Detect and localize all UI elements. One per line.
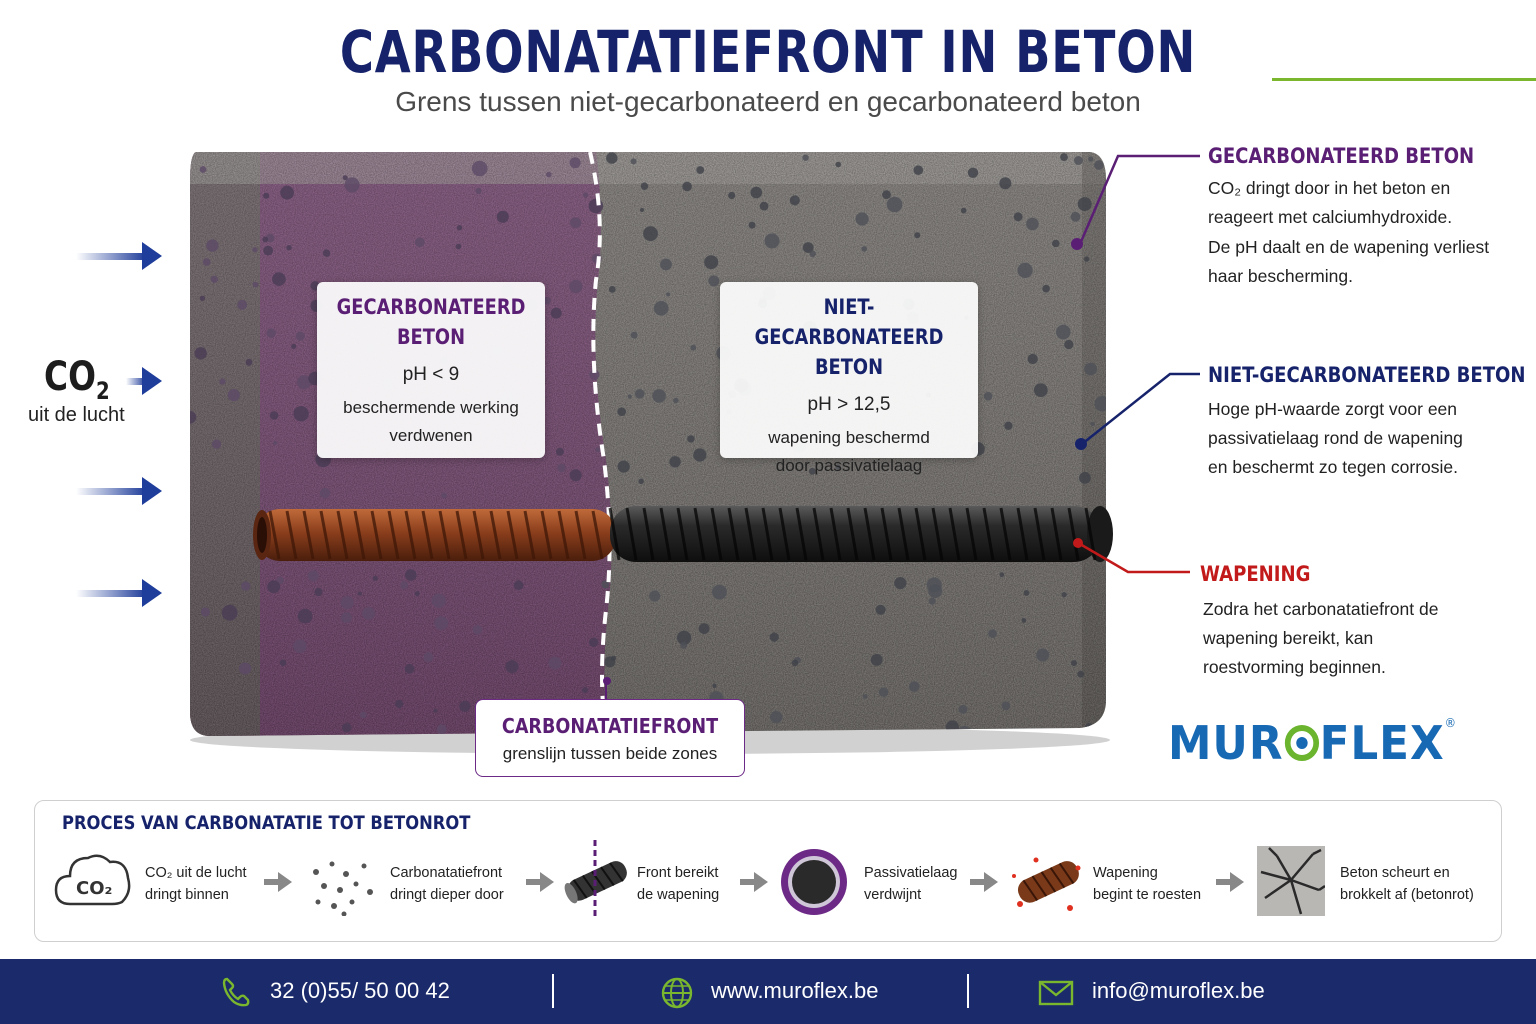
process-arrow-icon	[970, 872, 998, 892]
cracked-concrete-icon	[1257, 846, 1325, 916]
process-step-6: Beton scheurt en brokkelt af (betonrot)	[1340, 862, 1474, 906]
arrow-icon	[76, 579, 162, 607]
process-arrow-icon	[740, 872, 768, 892]
arrow-icon	[126, 367, 162, 395]
logo-text-start: MUR	[1168, 716, 1284, 770]
footer-website-link[interactable]: www.muroflex.be	[711, 978, 879, 1003]
logo-text-end: FLEX	[1319, 716, 1445, 770]
annotation-carbonated-title: GECARBONATEERD BETON	[1208, 144, 1475, 168]
process-step-6-line-2: brokkelt af (betonrot)	[1340, 887, 1474, 903]
process-step-5-line-2: begint te roesten	[1093, 887, 1202, 903]
arrow-icon	[76, 477, 162, 505]
logo-o-icon	[1284, 725, 1319, 761]
co2-caption: uit de lucht	[28, 404, 125, 426]
process-step-2: Carbonatatiefront dringt dieper door	[390, 862, 504, 906]
carbonation-front-card: CARBONATATIEFRONT grenslijn tussen beide…	[475, 699, 745, 777]
annotation-carbonated-text-1: CO₂ dringt door in het beton en reageert…	[1208, 178, 1453, 227]
co2-text: CO	[44, 354, 96, 400]
cloud-icon: CO₂	[54, 854, 131, 906]
process-step-5: Wapening begint te roesten	[1093, 862, 1201, 906]
process-step-6-line-1: Beton scheurt en	[1340, 865, 1450, 881]
annotation-non-carbonated-title: NIET-GECARBONATEERD BETON	[1208, 363, 1526, 387]
annotation-carbonated-text-2: De pH daalt en de wapening verliest haar…	[1208, 237, 1490, 286]
non-carbonated-zone-title-1: NIET-GECARBONATEERD	[754, 295, 944, 349]
co2-arrows	[76, 242, 162, 607]
process-arrow-icon	[264, 872, 292, 892]
carbonated-zone-card: GECARBONATEERD BETON pH < 9 beschermende…	[317, 282, 545, 458]
annotation-rebar-text: Zodra het carbonatatiefront de wapening …	[1203, 599, 1439, 677]
phone-icon	[222, 977, 250, 1007]
footer-bar	[0, 959, 1536, 1024]
rebar-cross-section-icon	[781, 849, 847, 915]
non-carbonated-zone-desc-1: wapening beschermd	[768, 428, 930, 447]
process-step-1-line-1: CO₂ uit de lucht	[145, 865, 247, 881]
cloud-co2-label: CO₂	[76, 878, 112, 899]
mail-icon	[1038, 980, 1074, 1006]
particles-icon	[313, 861, 373, 916]
process-step-4-line-1: Passivatielaag	[864, 865, 958, 881]
non-carbonated-zone-card: NIET-GECARBONATEERD BETON pH > 12,5 wape…	[720, 282, 978, 475]
carbonated-zone-desc-2: verdwenen	[389, 426, 473, 445]
non-carbonated-zone-title-2: BETON	[814, 355, 884, 379]
process-arrow-icon	[1216, 872, 1244, 892]
globe-icon	[661, 977, 693, 1009]
process-step-4-line-2: verdwijnt	[864, 887, 922, 903]
annotation-leaders	[1071, 154, 1200, 450]
page-subtitle: Grens tussen niet-gecarbonateerd en geca…	[395, 86, 1141, 117]
process-step-3: Front bereikt de wapening	[637, 862, 719, 906]
annotation-rebar-title: WAPENING	[1200, 562, 1311, 586]
annotation-non-carbonated-text: Hoge pH-waarde zorgt voor een passivatie…	[1208, 399, 1463, 477]
non-carbonated-zone-ph: pH > 12,5	[807, 394, 891, 415]
non-carbonated-zone-desc-2: door passivatielaag	[775, 456, 923, 475]
carbonated-zone-desc-1: beschermende werking	[343, 398, 519, 417]
process-step-5-line-1: Wapening	[1093, 865, 1158, 881]
process-step-3-line-2: de wapening	[637, 887, 720, 903]
page-title: CARBONATATIEFRONT IN BETON	[339, 18, 1197, 86]
co2-label: CO2	[44, 354, 110, 405]
process-step-4: Passivatielaag verdwijnt	[864, 862, 958, 906]
carbonation-front-title: CARBONATATIEFRONT	[501, 714, 719, 738]
carbonation-front-desc: grenslijn tussen beide zones	[502, 744, 718, 763]
rebar-front-icon	[564, 840, 627, 920]
muroflex-logo: MUR FLEX®	[1168, 716, 1457, 770]
footer-divider	[967, 974, 969, 1008]
carbonated-zone-ph: pH < 9	[402, 364, 460, 385]
process-step-1-line-2: dringt binnen	[145, 887, 229, 903]
footer-email-link[interactable]: info@muroflex.be	[1092, 978, 1265, 1003]
rusty-rebar-icon	[1012, 857, 1081, 911]
carbonated-zone-title-1: GECARBONATEERD	[336, 295, 526, 319]
footer-divider	[552, 974, 554, 1008]
process-step-3-line-1: Front bereikt	[637, 865, 719, 881]
process-step-1: CO₂ uit de lucht dringt binnen	[145, 862, 247, 906]
accent-rule	[1272, 78, 1536, 81]
footer-phone-link[interactable]: 32 (0)55/ 50 00 42	[270, 978, 450, 1003]
process-arrow-icon	[526, 872, 554, 892]
process-step-2-line-1: Carbonatatiefront	[390, 865, 503, 881]
carbonated-zone-title-2: BETON	[396, 325, 466, 349]
arrow-icon	[76, 242, 162, 270]
logo-registered-mark: ®	[1444, 716, 1457, 730]
process-title: PROCES VAN CARBONATATIE TOT BETONROT	[62, 812, 471, 834]
rebar-leader	[1080, 542, 1190, 574]
process-step-2-line-2: dringt dieper door	[390, 887, 504, 903]
co2-subscript: 2	[95, 377, 110, 405]
